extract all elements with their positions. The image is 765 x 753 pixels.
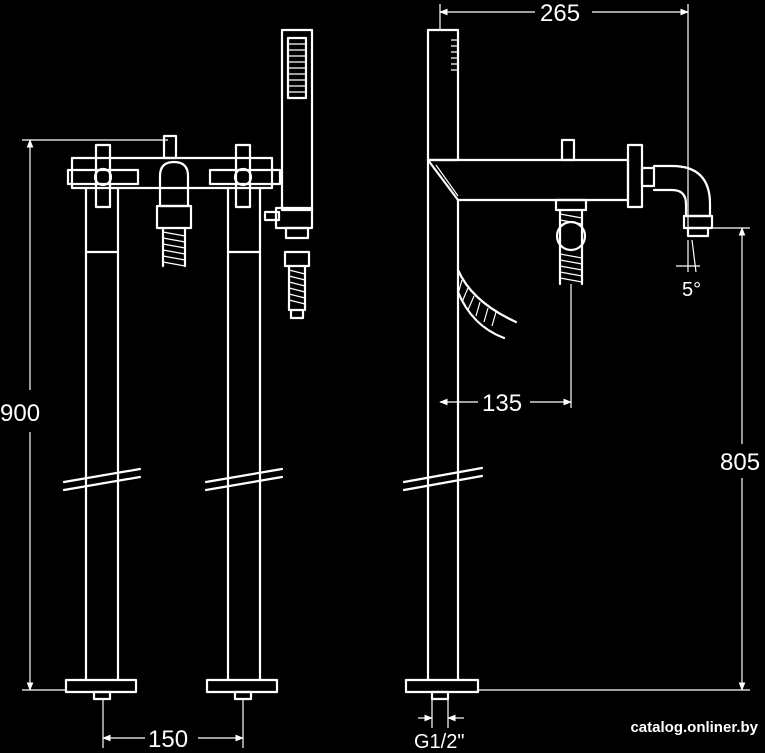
dim-900-label: 900: [0, 400, 40, 427]
dim-805: 805: [478, 227, 760, 691]
hose-coil-front: [161, 226, 187, 268]
dim-angle-label: 5°: [682, 279, 701, 301]
dim-150: 150: [102, 700, 244, 753]
diverter-knob-front: [162, 134, 178, 160]
cross-handle-side: [626, 143, 656, 209]
dim-265: 265: [439, 0, 689, 230]
dim-135-label: 135: [482, 390, 522, 417]
flexible-hose-side: [456, 268, 518, 340]
mixer-body-side: [426, 158, 630, 202]
main-column-side: [404, 158, 480, 701]
watermark: catalog.onliner.by: [630, 719, 758, 736]
dim-265-label: 265: [540, 0, 580, 27]
break-lines-side: [402, 466, 484, 492]
dim-angle: 5°: [676, 239, 701, 301]
right-leg: [205, 186, 279, 701]
hose-coil-side: [555, 208, 587, 286]
dim-135: 135: [439, 284, 572, 417]
spout-elbow-side: [652, 164, 712, 218]
dim-805-label: 805: [720, 449, 760, 476]
right-cross-handle: [208, 143, 282, 209]
left-cross-handle: [66, 143, 140, 209]
dim-900: 900: [0, 139, 168, 691]
left-leg: [64, 186, 138, 701]
dim-thread: G1/2": [414, 700, 464, 753]
dim-thread-label: G1/2": [414, 731, 464, 753]
hand-shower-front: [263, 28, 314, 320]
spout-front: [158, 160, 190, 208]
front-view: 900 150: [0, 28, 314, 753]
side-view: 265 135 805 5° G1/: [402, 0, 760, 753]
diverter-knob-side: [560, 138, 576, 162]
shower-column-side: [426, 28, 460, 162]
dim-150-label: 150: [148, 726, 188, 753]
break-lines-front: [62, 467, 284, 492]
